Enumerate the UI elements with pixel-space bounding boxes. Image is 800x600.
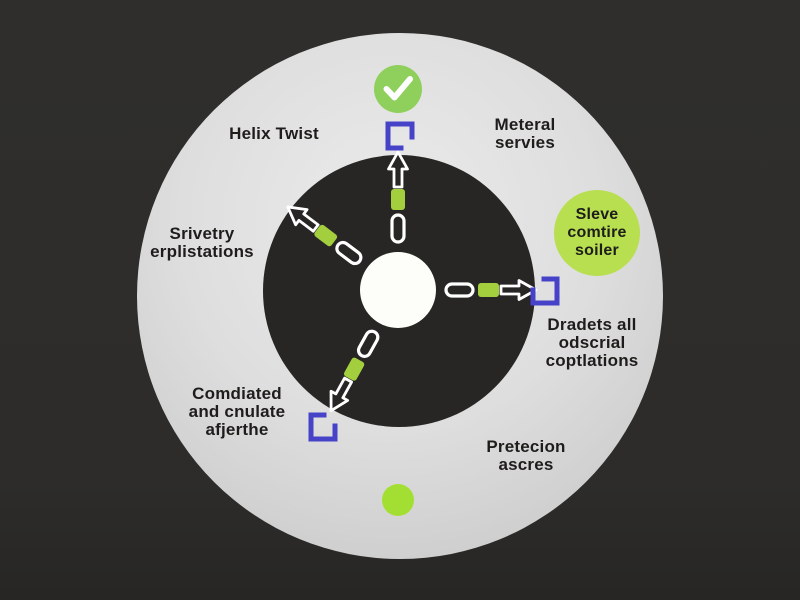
arrow-icon <box>387 150 409 189</box>
arrow-icon <box>286 205 320 233</box>
label-line: and cnulate <box>188 402 286 421</box>
label-sleve-bubble: Sleve comtire soiler <box>567 206 626 260</box>
label-line: Meteral <box>494 115 556 134</box>
pill-icon <box>356 329 380 358</box>
bracket-icon-top <box>385 121 415 151</box>
label-line: odscrial <box>558 333 626 352</box>
check-icon <box>383 76 413 101</box>
label-pretecion-ascres: Pretecion ascres <box>486 438 565 474</box>
label-line: Dradets all <box>547 315 637 334</box>
label-line: servies <box>494 133 555 152</box>
green-block-icon <box>391 189 405 210</box>
hub-circle <box>360 252 436 328</box>
arrow-icon <box>329 376 353 413</box>
label-line: erplistations <box>150 242 254 261</box>
spoke-down-left <box>329 329 380 413</box>
label-comdiated-cnulate: Comdiated and cnulate afjerthe <box>189 385 286 439</box>
arrow-icon <box>499 279 538 301</box>
label-line: Comdiated <box>192 384 282 403</box>
spoke-upper-left <box>286 205 363 266</box>
label-line: Sleve <box>575 206 619 223</box>
label-line: Pretecion <box>486 437 566 456</box>
label-dradets-coptlations: Dradets all odscrial coptlations <box>546 316 639 370</box>
pill-icon <box>444 282 475 298</box>
label-line: ascres <box>498 455 554 474</box>
green-block-icon <box>343 357 365 381</box>
label-line: Srivetry <box>169 224 235 243</box>
spoke-up <box>387 150 409 244</box>
label-meteral-servies: Meteral servies <box>495 116 556 152</box>
label-line: comtire <box>567 224 627 241</box>
label-line: soiler <box>575 242 619 259</box>
bracket-icon-bottom-left <box>308 412 338 442</box>
bracket-icon-right <box>530 276 560 306</box>
label-srivetry-erplistations: Srivetry erplistations <box>150 225 254 261</box>
pill-icon <box>390 213 406 244</box>
spoke-right <box>444 279 538 301</box>
label-helix-twist: Helix Twist <box>229 125 319 143</box>
green-block-icon <box>314 224 338 247</box>
pill-icon <box>335 240 363 266</box>
green-dot-icon <box>382 484 414 516</box>
label-line: afjerthe <box>205 420 269 439</box>
check-badge <box>374 65 422 113</box>
label-line: Helix Twist <box>229 124 319 143</box>
sleve-bubble-circle <box>554 190 640 276</box>
green-block-icon <box>478 283 499 297</box>
label-line: coptlations <box>545 351 639 370</box>
